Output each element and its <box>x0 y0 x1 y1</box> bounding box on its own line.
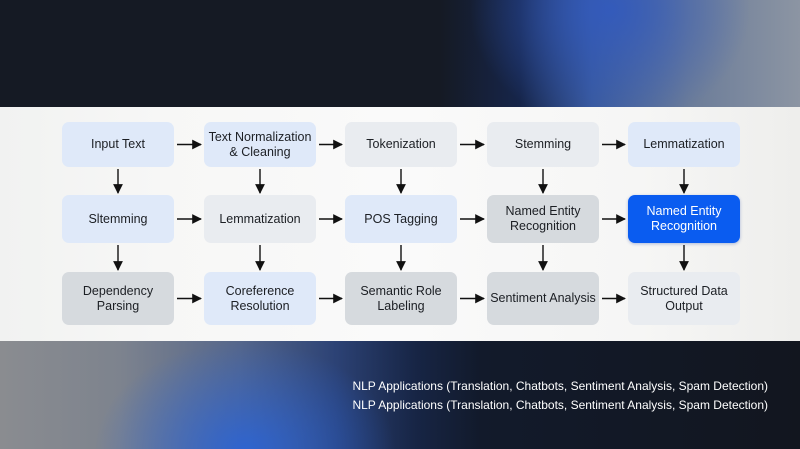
top-background-band <box>0 0 800 107</box>
pipeline-step-label: Structured Data Output <box>640 283 728 313</box>
pipeline-step-box: Sltemming <box>62 195 174 243</box>
pipeline-step-box: Dependency Parsing <box>62 272 174 325</box>
pipeline-step-box: Lemmatization <box>204 195 316 243</box>
pipeline-step-box: Tokenization <box>345 122 457 167</box>
bottom-background-band <box>0 341 800 449</box>
pipeline-step-label: Dependency Parsing <box>82 283 154 313</box>
pipeline-step-label: Coreference Resolution <box>225 283 295 313</box>
pipeline-step-label: Input Text <box>91 137 145 151</box>
pipeline-step-box: Lemmatization <box>628 122 740 167</box>
pipeline-step-label: POS Tagging <box>364 211 438 226</box>
pipeline-step-box: Structured Data Output <box>628 272 740 325</box>
pipeline-step-label: Stemming <box>514 137 572 151</box>
pipeline-step-label: Lemmatization <box>219 211 301 226</box>
pipeline-step-label: Named Entity Recognition <box>505 204 581 233</box>
pipeline-step-label: Semantic Role Labeling <box>360 283 442 313</box>
pipeline-step-box: Semantic Role Labeling <box>345 272 457 325</box>
pipeline-step-box: POS Tagging <box>345 195 457 243</box>
footer-line-2: NLP Applications (Translation, Chatbots,… <box>352 398 768 412</box>
pipeline-step-label: Text Normalization & Cleaning <box>208 129 312 159</box>
pipeline-step-box: Sentiment Analysis <box>487 272 599 325</box>
pipeline-step-box: Named Entity Recognition <box>487 195 599 243</box>
pipeline-step-label: Sentiment Analysis <box>490 291 596 305</box>
pipeline-step-label: Tokenization <box>366 137 436 151</box>
pipeline-step-box: Input Text <box>62 122 174 167</box>
pipeline-step-box: Text Normalization & Cleaning <box>204 122 316 167</box>
footer-line-1: NLP Applications (Translation, Chatbots,… <box>352 379 768 393</box>
pipeline-step-box: Stemming <box>487 122 599 167</box>
footer-caption: NLP Applications (Translation, Chatbots,… <box>352 377 768 415</box>
pipeline-step-label: Sltemming <box>88 211 148 226</box>
pipeline-step-box: Coreference Resolution <box>204 272 316 325</box>
pipeline-step-label: Lemmatization <box>643 137 725 151</box>
pipeline-step-label: Named Entity Recognition <box>646 204 722 233</box>
pipeline-step-box: Named Entity Recognition <box>628 195 740 243</box>
